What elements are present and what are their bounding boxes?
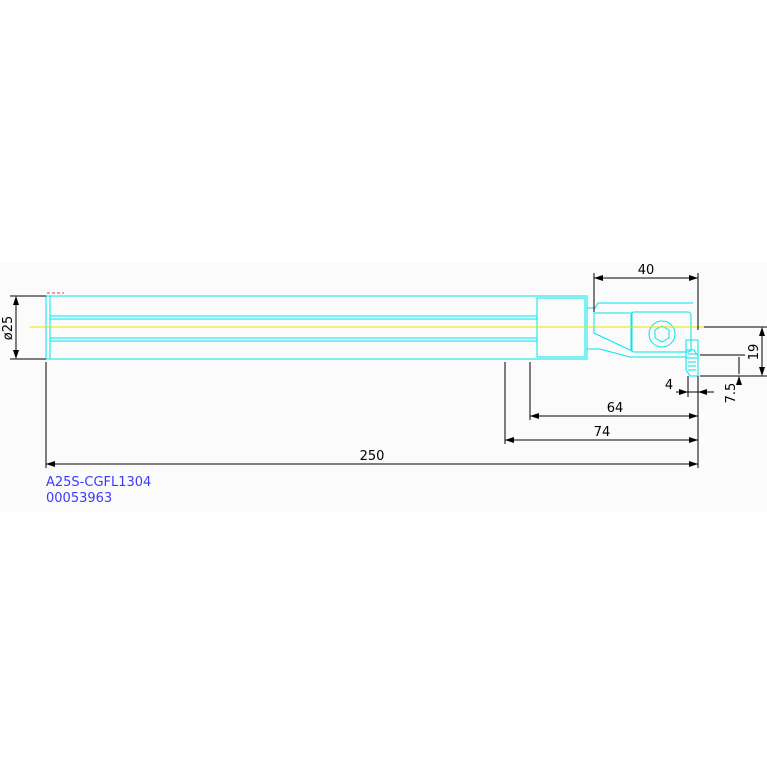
dim-7-5-label: 7.5: [724, 383, 739, 404]
dim-4-label: 4: [665, 378, 673, 393]
dimension-arrows: [13, 275, 765, 467]
dimension-lines: [10, 273, 767, 468]
dim-head-length-label: 40: [638, 263, 655, 278]
neck-upper: [587, 302, 693, 309]
hex-socket-icon: [654, 325, 670, 343]
order-code-label: 00053963: [46, 491, 113, 506]
dim-250-label: 250: [360, 449, 385, 464]
drawing-frame-band: [0, 262, 767, 512]
part-number-label: A25S-CGFL1304: [46, 475, 152, 490]
dim-center-height-label: 19: [747, 344, 762, 361]
dim-74-label: 74: [594, 425, 611, 440]
dim-diameter-label: ø25: [1, 316, 16, 341]
dim-64-label: 64: [607, 401, 624, 416]
clamp-block: [630, 311, 692, 353]
clamp-screw: [648, 320, 676, 348]
neck-lower: [587, 348, 686, 358]
